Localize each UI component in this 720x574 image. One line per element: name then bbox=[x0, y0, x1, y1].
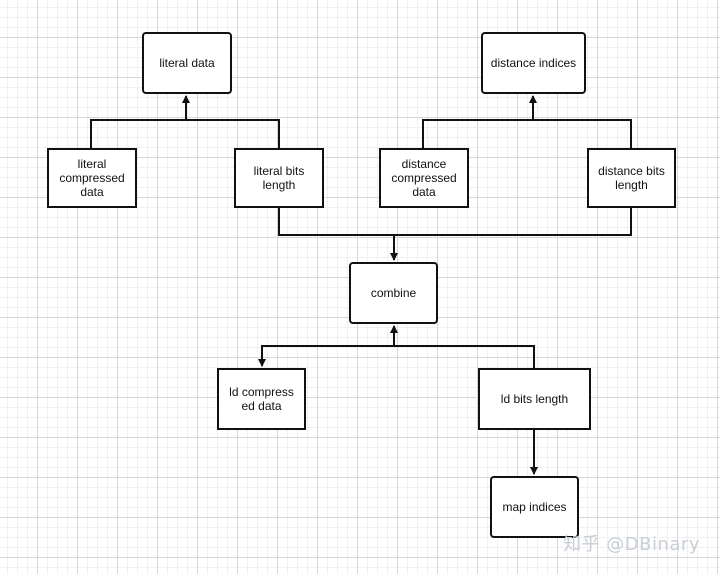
literal-compressed-data-node: literal compressed data bbox=[47, 148, 137, 208]
watermark: 知乎 @DBinary bbox=[563, 534, 700, 555]
connector-ld-bits-length-to-ld-compressed-data bbox=[258, 345, 535, 368]
distance-compressed-data-node: distance compressed data bbox=[379, 148, 469, 208]
connector-literal-group-to-literal-data bbox=[90, 96, 280, 148]
distance-indices-node: distance indices bbox=[481, 32, 586, 94]
combine-node: combine bbox=[349, 262, 438, 324]
connector-bits-lengths-to-combine bbox=[278, 208, 632, 260]
map-indices-node: map indices bbox=[490, 476, 579, 538]
literal-bits-length-node: literal bits length bbox=[234, 148, 324, 208]
ld-bits-length-node: ld bits length bbox=[478, 368, 591, 430]
ld-compressed-data-node: ld compress ed data bbox=[217, 368, 306, 430]
connector-distance-group-to-distance-indices bbox=[422, 96, 632, 148]
literal-data-node: literal data bbox=[142, 32, 232, 94]
distance-bits-length-node: distance bits length bbox=[587, 148, 676, 208]
